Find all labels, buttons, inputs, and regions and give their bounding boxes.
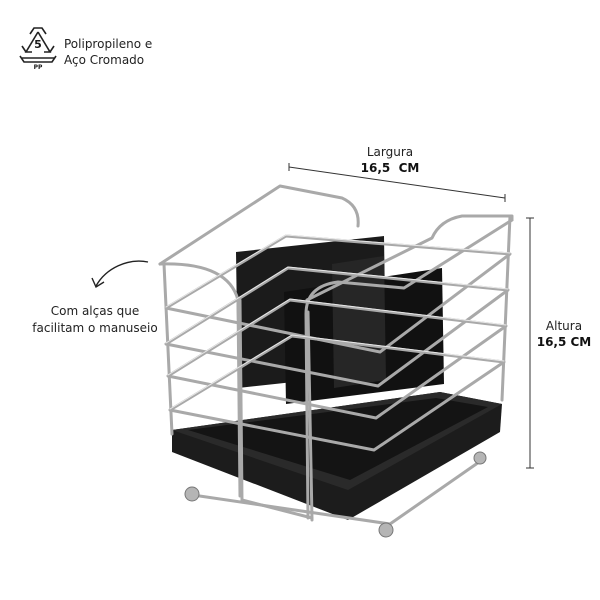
recycle-triangle-icon [19, 27, 57, 63]
width-dimension-line [288, 163, 506, 202]
width-label: Largura [366, 145, 414, 159]
height-dimension-line [526, 217, 534, 469]
recycle-abbreviation: PP [33, 64, 43, 71]
handles-line-1: Com alças que [50, 304, 140, 318]
handles-line-2: facilitam o manuseio [32, 321, 158, 335]
curved-arrow-icon [91, 260, 149, 289]
height-label: Altura [545, 319, 583, 333]
handles-note: Com alças que facilitam o manuseio [20, 303, 170, 337]
material-description: Polipropileno e Aço Cromado [64, 36, 152, 68]
material-line-1: Polipropileno e [64, 37, 153, 51]
height-dimension: Altura 16,5 CM [528, 318, 600, 350]
width-dimension: Largura 16,5 CM [340, 144, 440, 176]
recycle-code: 5 [34, 38, 42, 51]
height-value: 16,5 CM [536, 335, 592, 349]
cutlery-holder [158, 184, 514, 538]
material-line-2: Aço Cromado [64, 53, 145, 67]
width-value: 16,5 CM [360, 161, 420, 175]
